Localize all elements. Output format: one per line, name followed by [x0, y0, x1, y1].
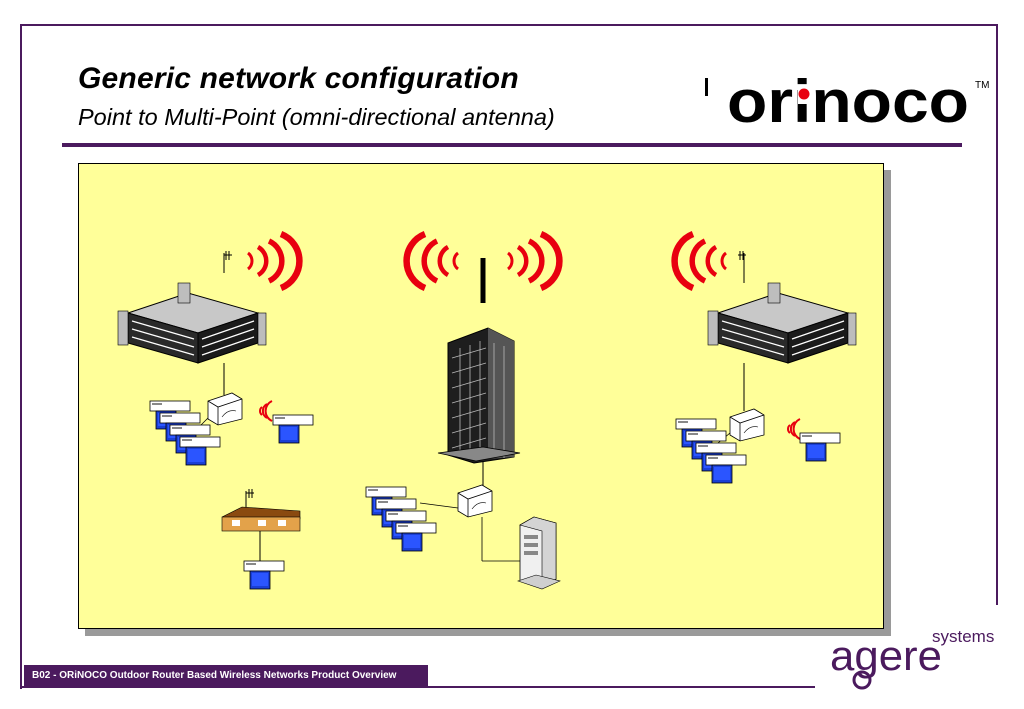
slide-subtitle: Point to Multi-Point (omni-directional a… — [78, 104, 555, 130]
left-office-building — [117, 282, 267, 364]
orinoco-wordmark: orinoco — [727, 68, 969, 134]
central-router-hub — [457, 484, 493, 518]
left-building-waves — [248, 234, 299, 288]
orinoco-trademark: TM — [975, 80, 989, 91]
server — [517, 516, 561, 590]
house-pc — [243, 560, 285, 590]
orinoco-logo: orinoco TM — [705, 68, 989, 134]
right-wireless-pc — [799, 432, 841, 462]
title-divider — [62, 143, 962, 147]
right-router-hub — [729, 408, 765, 442]
network-diagram — [117, 163, 857, 590]
frame-gap — [996, 605, 1000, 695]
slide-title: Generic network configuration — [78, 62, 519, 95]
agere-systems-text: systems — [932, 627, 994, 646]
tower-waves-right — [508, 234, 559, 288]
footer-tab: B02 - ORiNOCO Outdoor Router Based Wirel… — [24, 665, 428, 687]
orinoco-red-dot — [798, 88, 810, 100]
left-office-site — [117, 234, 314, 466]
agere-systems-logo: agere systems — [830, 627, 994, 690]
right-office-building — [707, 282, 857, 364]
left-wireless-pc — [272, 414, 314, 444]
right-office-site — [675, 234, 857, 484]
slide-frame — [20, 24, 998, 689]
frame-bottom-line — [20, 686, 815, 688]
right-building-waves — [675, 234, 726, 288]
central-tower-site — [365, 234, 561, 590]
left-router-hub — [207, 392, 243, 426]
tower-waves-left — [407, 234, 458, 288]
house-site — [221, 489, 301, 590]
agere-wordmark: agere — [830, 632, 942, 679]
